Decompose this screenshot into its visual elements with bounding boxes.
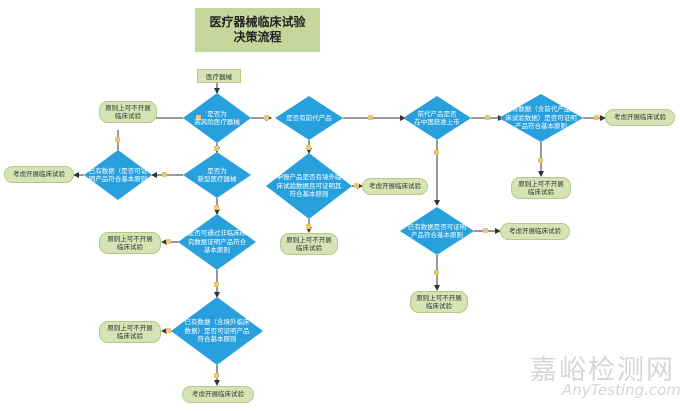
decision-5-label: 已有数据（是否可证 明产品符合基本原则 (88, 166, 148, 184)
outcome-consider-trial-3: 考虑开展临床试验 (362, 178, 428, 195)
outcome-no-trial-6: 原则上可不开展 临床试验 (410, 291, 468, 313)
page-title: 医疗器械临床试验 决策流程 (195, 8, 320, 52)
decision-diamond-9 (499, 94, 583, 142)
decision-2-label: 是否为 新型医疗器械 (197, 166, 237, 184)
outcome-no-trial-4: 原则上可不开展 临床试验 (280, 233, 338, 255)
watermark-en: AnyTesting.com (562, 381, 680, 399)
decision-diamond-10 (400, 207, 474, 255)
outcome-no-trial-5: 原则上可不开展 临床试验 (511, 177, 571, 199)
decision-diamond-5 (84, 150, 152, 200)
decision-6-label: 是否有前代产品 (286, 113, 332, 122)
outcome-no-trial-1: 原则上可不开展 临床试验 (99, 101, 157, 123)
outcome-consider-trial-4: 考虑开展临床试验 (605, 109, 675, 126)
decision-diamond-2 (183, 152, 251, 198)
decision-4-label: 已有数据（含境外临床 数据）是否可证明产品 符合基本原则 (184, 318, 250, 344)
decision-3-label: 是否可通过非临床研 究数据证明产品符合 基本原则 (187, 229, 247, 255)
start-node: 医疗器械 (197, 69, 241, 83)
outcome-consider-trial-1: 考虑开展临床试验 (4, 166, 74, 183)
outcome-consider-trial-5: 考虑开展临床试验 (500, 223, 570, 240)
decision-9-label: 已有数据（含前代产品临 床试验数据）是否可证明 产品符合基本原则 (505, 105, 577, 131)
watermark-cn: 嘉峪检测网 (530, 355, 675, 386)
decision-diamonds (84, 93, 583, 365)
outcome-consider-trial-2: 考虑开展临床试验 (182, 386, 254, 403)
decision-1-label: 是否为 高风险医疗器械 (194, 109, 240, 127)
outcome-no-trial-2: 原则上可不开展 临床试验 (99, 232, 161, 254)
decision-diamond-1 (183, 93, 251, 143)
decision-diamond-7 (266, 153, 352, 219)
decision-diamond-4 (171, 297, 263, 365)
decision-diamond-3 (178, 214, 256, 270)
outcome-no-trial-3: 原则上可不开展 临床试验 (99, 321, 161, 343)
decision-10-label: 已有数据是否可证明 产品符合基本原则 (407, 222, 467, 240)
decision-8-label: 前代产品是否 在中国获准上市 (414, 109, 460, 127)
junction-dots (115, 115, 599, 378)
decision-7-label: 申报产品是否有境外临 床试验数据且可证明其 符合基本原则 (276, 173, 342, 199)
decision-diamond-6 (275, 96, 343, 140)
decision-diamond-8 (403, 96, 471, 140)
